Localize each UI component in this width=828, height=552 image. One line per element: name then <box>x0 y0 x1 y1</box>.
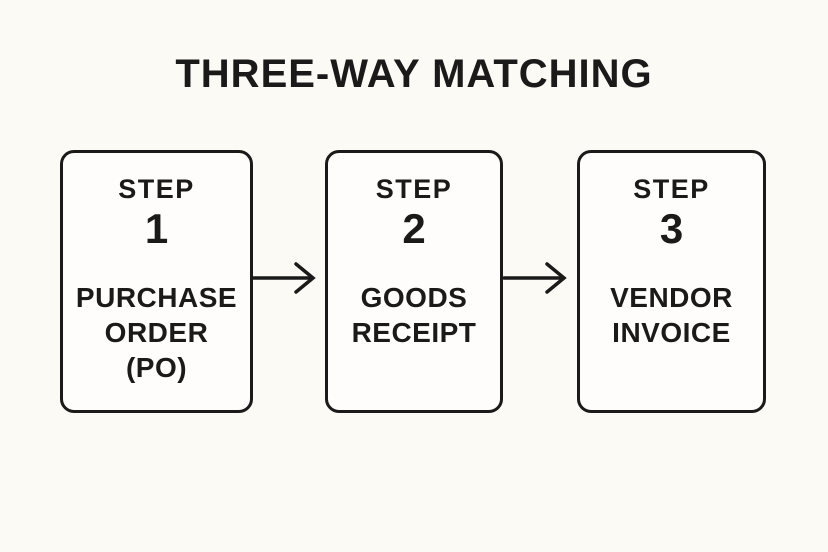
step-title-line: PURCHASE <box>75 281 238 313</box>
step-title: PURCHASE ORDER (PO) <box>76 280 237 385</box>
step-word: STEP <box>633 174 710 204</box>
step-word: STEP <box>375 174 453 204</box>
step-title-line: VENDOR <box>610 281 733 313</box>
step-title-line: (PO) <box>125 351 188 383</box>
step-word: STEP <box>118 174 195 204</box>
step-title-line: INVOICE <box>612 316 731 348</box>
step-number: 1 <box>144 205 169 253</box>
step-box-purchase-order: STEP 1 PURCHASE ORDER (PO) <box>60 150 253 413</box>
step-box-vendor-invoice: STEP 3 VENDOR INVOICE <box>577 150 766 413</box>
step-number: 2 <box>402 205 426 253</box>
step-title-line: RECEIPT <box>351 316 477 348</box>
arrow-right-icon <box>252 262 316 294</box>
arrow-right-icon <box>503 262 567 294</box>
step-title: GOODS RECEIPT <box>352 280 477 350</box>
step-number: 3 <box>659 205 684 253</box>
page-title: THREE-WAY MATCHING <box>175 52 653 96</box>
step-title-line: ORDER <box>104 316 209 348</box>
step-title-line: GOODS <box>360 281 468 313</box>
step-box-goods-receipt: STEP 2 GOODS RECEIPT <box>325 150 503 413</box>
step-title: VENDOR INVOICE <box>610 280 733 350</box>
